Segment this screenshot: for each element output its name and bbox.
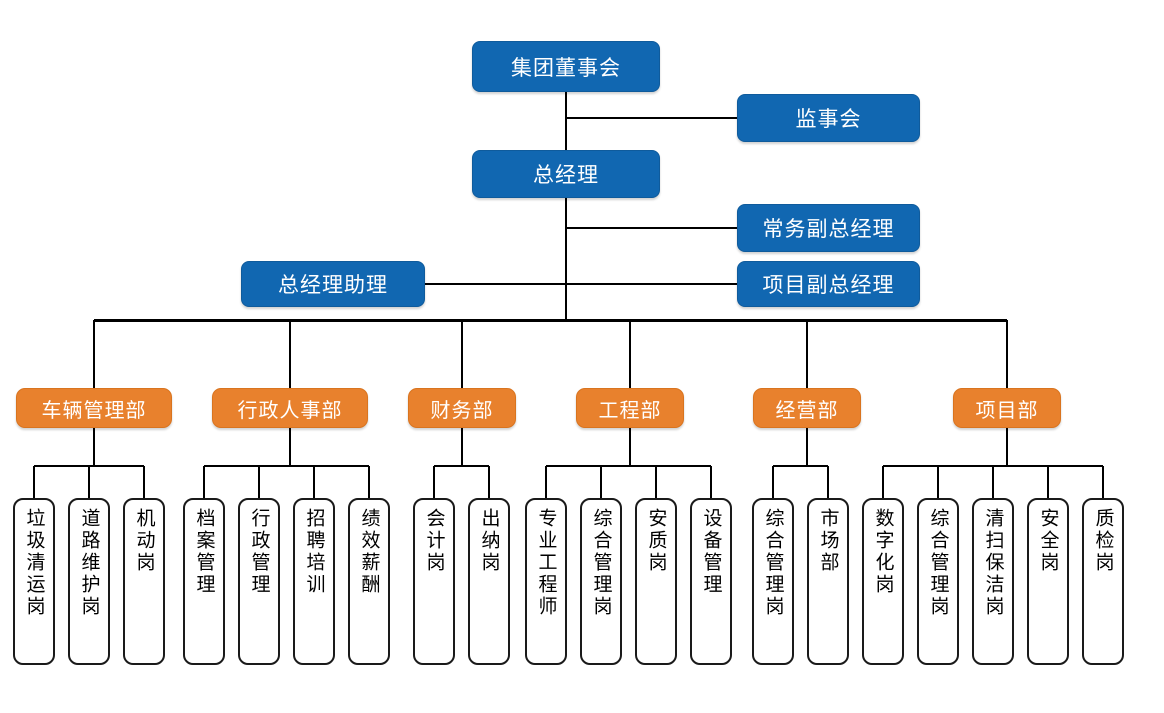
connector-project-leaf-2 [992, 466, 994, 498]
connector-board-to-supervisory [566, 117, 737, 119]
position-label: 安全岗 [1037, 508, 1059, 574]
position-box[interactable]: 安质岗 [635, 498, 677, 665]
position-label: 清扫保洁岗 [982, 508, 1004, 618]
connector-bus-to-operation [806, 320, 808, 388]
position-box[interactable]: 质检岗 [1082, 498, 1124, 665]
connector-finance-sub-bus [434, 465, 489, 467]
connector-vehicle-leaf-1 [88, 466, 90, 498]
department-finance[interactable]: 财务部 [408, 388, 516, 428]
department-admin-hr[interactable]: 行政人事部 [212, 388, 368, 428]
position-label: 档案管理 [193, 508, 215, 596]
position-box[interactable]: 专业工程师 [525, 498, 567, 665]
connector-bus-to-vehicle [93, 320, 95, 388]
position-label: 设备管理 [700, 508, 722, 596]
connector-department-bus [94, 319, 1007, 322]
connector-finance-stem [461, 428, 463, 466]
connector-engineer-leaf-3 [710, 466, 712, 498]
position-label: 市场部 [817, 508, 839, 574]
connector-vehicle-leaf-0 [33, 466, 35, 498]
position-box[interactable]: 安全岗 [1027, 498, 1069, 665]
position-box[interactable]: 综合管理岗 [917, 498, 959, 665]
position-label: 数字化岗 [872, 508, 894, 596]
exec-node-exec-vp[interactable]: 常务副总经理 [737, 204, 920, 252]
position-label: 综合管理岗 [590, 508, 612, 618]
connector-project-leaf-1 [937, 466, 939, 498]
position-box[interactable]: 招聘培训 [293, 498, 335, 665]
position-box[interactable]: 市场部 [807, 498, 849, 665]
connector-admin-hr-leaf-2 [313, 466, 315, 498]
connector-finance-leaf-0 [433, 466, 435, 498]
connector-project-leaf-3 [1047, 466, 1049, 498]
exec-node-project-vp[interactable]: 项目副总经理 [737, 261, 920, 307]
connector-bus-to-admin-hr [289, 320, 291, 388]
connector-vehicle-leaf-2 [143, 466, 145, 498]
position-box[interactable]: 综合管理岗 [752, 498, 794, 665]
connector-project-stem [1006, 428, 1008, 466]
department-project[interactable]: 项目部 [953, 388, 1061, 428]
connector-engineer-leaf-0 [545, 466, 547, 498]
position-box[interactable]: 设备管理 [690, 498, 732, 665]
position-label: 会计岗 [423, 508, 445, 574]
position-label: 绩效薪酬 [358, 508, 380, 596]
connector-gm-to-bus [565, 198, 567, 322]
connector-project-leaf-0 [882, 466, 884, 498]
exec-node-gm-assistant[interactable]: 总经理助理 [241, 261, 425, 307]
connector-operation-stem [806, 428, 808, 466]
connector-admin-hr-leaf-0 [203, 466, 205, 498]
position-label: 综合管理岗 [927, 508, 949, 618]
position-box[interactable]: 清扫保洁岗 [972, 498, 1014, 665]
connector-board-to-gm [565, 92, 567, 150]
position-label: 出纳岗 [478, 508, 500, 574]
connector-admin-hr-stem [289, 428, 291, 466]
connector-admin-hr-leaf-3 [368, 466, 370, 498]
connector-bus-to-engineer [629, 320, 631, 388]
position-label: 专业工程师 [535, 508, 557, 618]
connector-operation-sub-bus [773, 465, 828, 467]
connector-operation-leaf-0 [772, 466, 774, 498]
position-label: 综合管理岗 [762, 508, 784, 618]
connector-bus-to-finance [461, 320, 463, 388]
position-box[interactable]: 数字化岗 [862, 498, 904, 665]
connector-engineer-sub-bus [546, 465, 711, 467]
department-engineer[interactable]: 工程部 [576, 388, 684, 428]
connector-admin-hr-leaf-1 [258, 466, 260, 498]
exec-node-supervisory[interactable]: 监事会 [737, 94, 920, 142]
position-label: 行政管理 [248, 508, 270, 596]
exec-node-gm[interactable]: 总经理 [472, 150, 660, 198]
position-box[interactable]: 绩效薪酬 [348, 498, 390, 665]
connector-gm-to-project-vp [566, 283, 737, 285]
connector-vehicle-stem [93, 428, 95, 466]
position-label: 垃圾清运岗 [23, 508, 45, 618]
position-box[interactable]: 综合管理岗 [580, 498, 622, 665]
position-box[interactable]: 档案管理 [183, 498, 225, 665]
connector-engineer-stem [629, 428, 631, 466]
department-operation[interactable]: 经营部 [753, 388, 861, 428]
position-label: 招聘培训 [303, 508, 325, 596]
position-label: 道路维护岗 [78, 508, 100, 618]
exec-node-board[interactable]: 集团董事会 [472, 41, 660, 92]
connector-operation-leaf-1 [827, 466, 829, 498]
department-vehicle[interactable]: 车辆管理部 [16, 388, 172, 428]
position-label: 机动岗 [133, 508, 155, 574]
connector-project-leaf-4 [1102, 466, 1104, 498]
connector-bus-to-project [1006, 320, 1008, 388]
connector-gm-assistant [425, 283, 566, 285]
connector-finance-leaf-1 [488, 466, 490, 498]
position-box[interactable]: 出纳岗 [468, 498, 510, 665]
position-label: 质检岗 [1092, 508, 1114, 574]
connector-admin-hr-sub-bus [204, 465, 369, 467]
position-box[interactable]: 会计岗 [413, 498, 455, 665]
connector-engineer-leaf-2 [655, 466, 657, 498]
position-box[interactable]: 行政管理 [238, 498, 280, 665]
position-box[interactable]: 机动岗 [123, 498, 165, 665]
connector-gm-to-exec-vp [566, 227, 737, 229]
connector-engineer-leaf-1 [600, 466, 602, 498]
position-box[interactable]: 道路维护岗 [68, 498, 110, 665]
position-label: 安质岗 [645, 508, 667, 574]
position-box[interactable]: 垃圾清运岗 [13, 498, 55, 665]
